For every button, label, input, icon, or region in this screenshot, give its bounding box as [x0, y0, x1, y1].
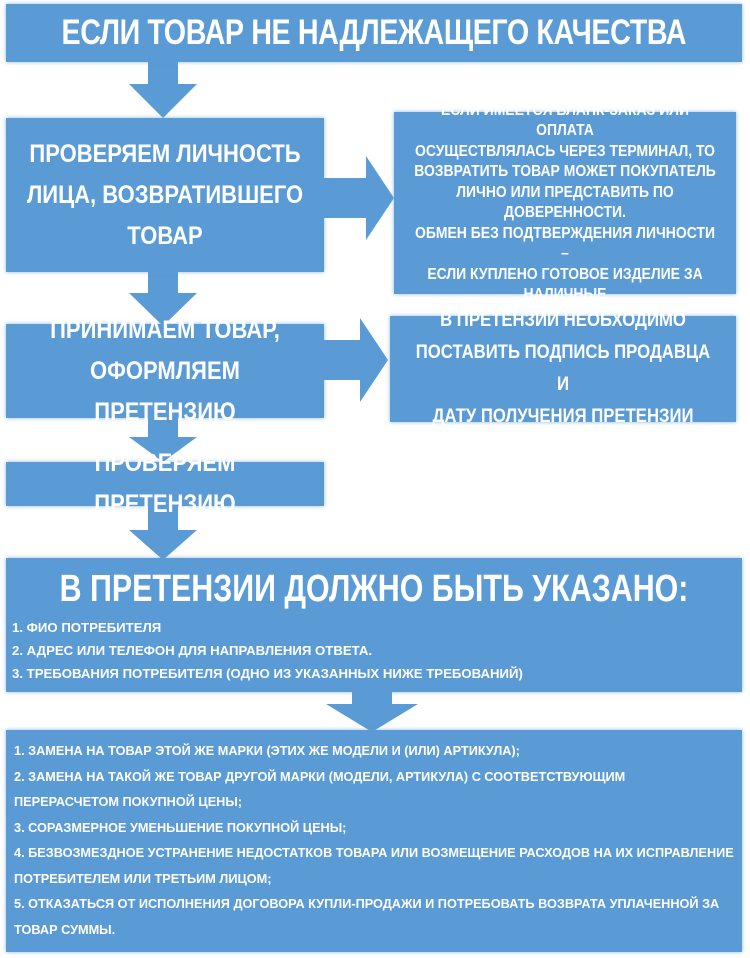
list-item: 3. СОРАЗМЕРНОЕ УМЕНЬШЕНИЕ ПОКУПНОЙ ЦЕНЫ;	[14, 819, 347, 835]
arrow-down-2-shape	[129, 272, 197, 326]
step-check-claim: ПРОВЕРЯЕМ ПРЕТЕНЗИЮ	[6, 449, 324, 518]
arrow-down-3-shape	[129, 418, 197, 462]
note-line: ЕСЛИ КУПЛЕНО ГОТОВОЕ ИЗДЕЛИЕ ЗА	[427, 265, 703, 283]
note-line: В ПРЕТЕНЗИИ НЕОБХОДИМО	[440, 310, 686, 331]
step-line: ОФОРМЛЯЕМ ПРЕТЕНЗИЮ	[90, 356, 240, 426]
step-accept-claim-text: ПРИНИМАЕМ ТОВАР, ОФОРМЛЯЕМ ПРЕТЕНЗИЮ	[25, 310, 305, 433]
note-identity-text: ЕСЛИ ИМЕЕТСЯ БЛАНК-ЗАКАЗ ИЛИ ОПЛАТА ОСУЩ…	[411, 101, 719, 306]
requirements-list: 1. ЗАМЕНА НА ТОВАР ЭТОЙ ЖЕ МАРКИ (ЭТИХ Ж…	[14, 738, 750, 942]
note-line: ПОСТАВИТЬ ПОДПИСЬ ПРОДАВЦА И	[415, 342, 711, 395]
claim-items-list: 1. ФИО ПОТРЕБИТЕЛЯ 2. АДРЕС ИЛИ ТЕЛЕФОН …	[12, 616, 523, 685]
list-item: 1. ФИО ПОТРЕБИТЕЛЯ	[12, 620, 162, 635]
list-item: 3. ТРЕБОВАНИЯ ПОТРЕБИТЕЛЯ (ОДНО ИЗ УКАЗА…	[12, 666, 523, 681]
arrow-right-2-shape	[324, 318, 388, 402]
note-line: ОСУЩЕСТВЛЯЛАСЬ ЧЕРЕЗ ТЕРМИНАЛ, ТО	[414, 142, 716, 160]
list-item: 1. ЗАМЕНА НА ТОВАР ЭТОЙ ЖЕ МАРКИ (ЭТИХ Ж…	[14, 743, 520, 758]
step-check-claim-text: ПРОВЕРЯЕМ ПРЕТЕНЗИЮ	[25, 443, 305, 525]
list-item: 4. БЕЗВОЗМЕЗДНОЕ УСТРАНЕНИЕ НЕДОСТАТКОВ …	[14, 845, 734, 860]
step-line: ПРОВЕРЯЕМ ЛИЧНОСТЬ	[29, 139, 301, 168]
step-verify-identity: ПРОВЕРЯЕМ ЛИЧНОСТЬ ЛИЦА, ВОЗВРАТИВШЕГО Т…	[6, 118, 324, 272]
list-item: 2. АДРЕС ИЛИ ТЕЛЕФОН ДЛЯ НАПРАВЛЕНИЯ ОТВ…	[12, 643, 373, 658]
list-item: 5. ОТКАЗАТЬСЯ ОТ ИСПОЛНЕНИЯ ДОГОВОРА КУП…	[14, 896, 720, 911]
list-item: ПЕРЕРАСЧЕТОМ ПОКУПНОЙ ЦЕНЫ;	[14, 794, 243, 809]
note-line: НАЛИЧНЫЕ	[523, 286, 607, 303]
claim-title: В ПРЕТЕНЗИИ ДОЛЖНО БЫТЬ УКАЗАНО:	[59, 567, 689, 610]
note-line: ЕСЛИ ИМЕЕТСЯ БЛАНК-ЗАКАЗ ИЛИ ОПЛАТА	[440, 101, 690, 140]
arrow-down-4-shape	[129, 505, 197, 560]
list-item: ТОВАР СУММЫ.	[14, 921, 116, 937]
arrow-right-1-shape	[324, 156, 394, 240]
step-line: ПРИНИМАЕМ ТОВАР,	[50, 315, 280, 344]
note-line: ВОЗВРАТИТЬ ТОВАР МОЖЕТ ПОКУПАТЕЛЬ	[414, 163, 716, 180]
step-verify-identity-text: ПРОВЕРЯЕМ ЛИЧНОСТЬ ЛИЦА, ВОЗВРАТИВШЕГО Т…	[27, 134, 303, 257]
note-identity: ЕСЛИ ИМЕЕТСЯ БЛАНК-ЗАКАЗ ИЛИ ОПЛАТА ОСУЩ…	[394, 102, 736, 303]
step-line: ТОВАР	[127, 221, 203, 250]
arrow-down-1-shape	[129, 60, 197, 118]
note-line: ЛИЧНО ИЛИ ПРЕДСТАВИТЬ ПО ДОВЕРЕННОСТИ.	[456, 183, 674, 222]
note-signature-text: В ПРЕТЕНЗИИ НЕОБХОДИМО ПОСТАВИТЬ ПОДПИСЬ…	[411, 305, 715, 433]
requirements-box: 1. ЗАМЕНА НА ТОВАР ЭТОЙ ЖЕ МАРКИ (ЭТИХ Ж…	[6, 730, 742, 952]
list-item: ПОТРЕБИТЕЛЕМ ИЛИ ТРЕТЬИМ ЛИЦОМ;	[14, 870, 272, 886]
note-line: ДАТУ ПОЛУЧЕНИЯ ПРЕТЕНЗИИ	[432, 406, 694, 427]
claim-contents-box: В ПРЕТЕНЗИИ ДОЛЖНО БЫТЬ УКАЗАНО: 1. ФИО …	[6, 558, 742, 692]
header-title: ЕСЛИ ТОВАР НЕ НАДЛЕЖАЩЕГО КАЧЕСТВА	[61, 13, 687, 52]
step-line: ПРОВЕРЯЕМ ПРЕТЕНЗИЮ	[94, 449, 236, 518]
step-accept-claim: ПРИНИМАЕМ ТОВАР, ОФОРМЛЯЕМ ПРЕТЕНЗИЮ	[6, 316, 324, 426]
header-box: ЕСЛИ ТОВАР НЕ НАДЛЕЖАЩЕГО КАЧЕСТВА	[6, 4, 742, 62]
step-line: ЛИЦА, ВОЗВРАТИВШЕГО	[26, 180, 304, 209]
arrow-down-5-shape	[326, 690, 418, 732]
note-signature: В ПРЕТЕНЗИИ НЕОБХОДИМО ПОСТАВИТЬ ПОДПИСЬ…	[390, 310, 736, 427]
list-item: 2. ЗАМЕНА НА ТАКОЙ ЖЕ ТОВАР ДРУГОЙ МАРКИ…	[14, 768, 626, 784]
note-line: ОБМЕН БЕЗ ПОДТВЕРЖДЕНИЯ ЛИЧНОСТИ –	[414, 224, 716, 263]
